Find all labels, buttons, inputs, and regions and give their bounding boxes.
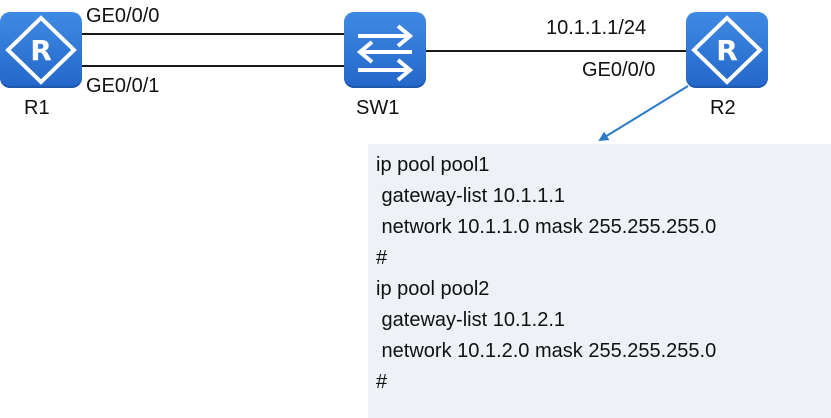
config-line: network 10.1.2.0 mask 255.255.255.0 (376, 340, 717, 362)
config-callout: ip pool pool1 gateway-list 10.1.1.1 netw… (368, 144, 831, 418)
config-line: ip pool pool2 (376, 278, 490, 300)
config-line: # (376, 247, 388, 269)
svg-text:R: R (30, 34, 52, 67)
interface-label-r1-ge001: GE0/0/1 (86, 75, 160, 97)
switch-icon (356, 24, 414, 82)
config-line: gateway-list 10.1.2.1 (376, 309, 565, 331)
router-icon: R (5, 15, 77, 85)
config-line: gateway-list 10.1.1.1 (376, 185, 565, 207)
interface-label-r2-ge000: GE0/0/0 (582, 59, 656, 81)
device-label-r2: R2 (710, 97, 736, 119)
interface-ip-label-r2: 10.1.1.1/24 (546, 17, 647, 39)
router-r1-node[interactable]: R (0, 12, 82, 88)
interface-label-r1-ge000: GE0/0/0 (86, 5, 160, 27)
device-label-r1: R1 (24, 97, 50, 119)
svg-text:R: R (716, 34, 738, 67)
switch-sw1-node[interactable] (344, 12, 426, 88)
config-line: # (376, 371, 388, 393)
config-line: ip pool pool1 (376, 154, 490, 176)
device-label-sw1: SW1 (356, 97, 400, 119)
config-line: network 10.1.1.0 mask 255.255.255.0 (376, 216, 717, 238)
router-icon: R (691, 15, 763, 85)
callout-arrow (598, 85, 689, 142)
router-r2-node[interactable]: R (686, 12, 768, 88)
